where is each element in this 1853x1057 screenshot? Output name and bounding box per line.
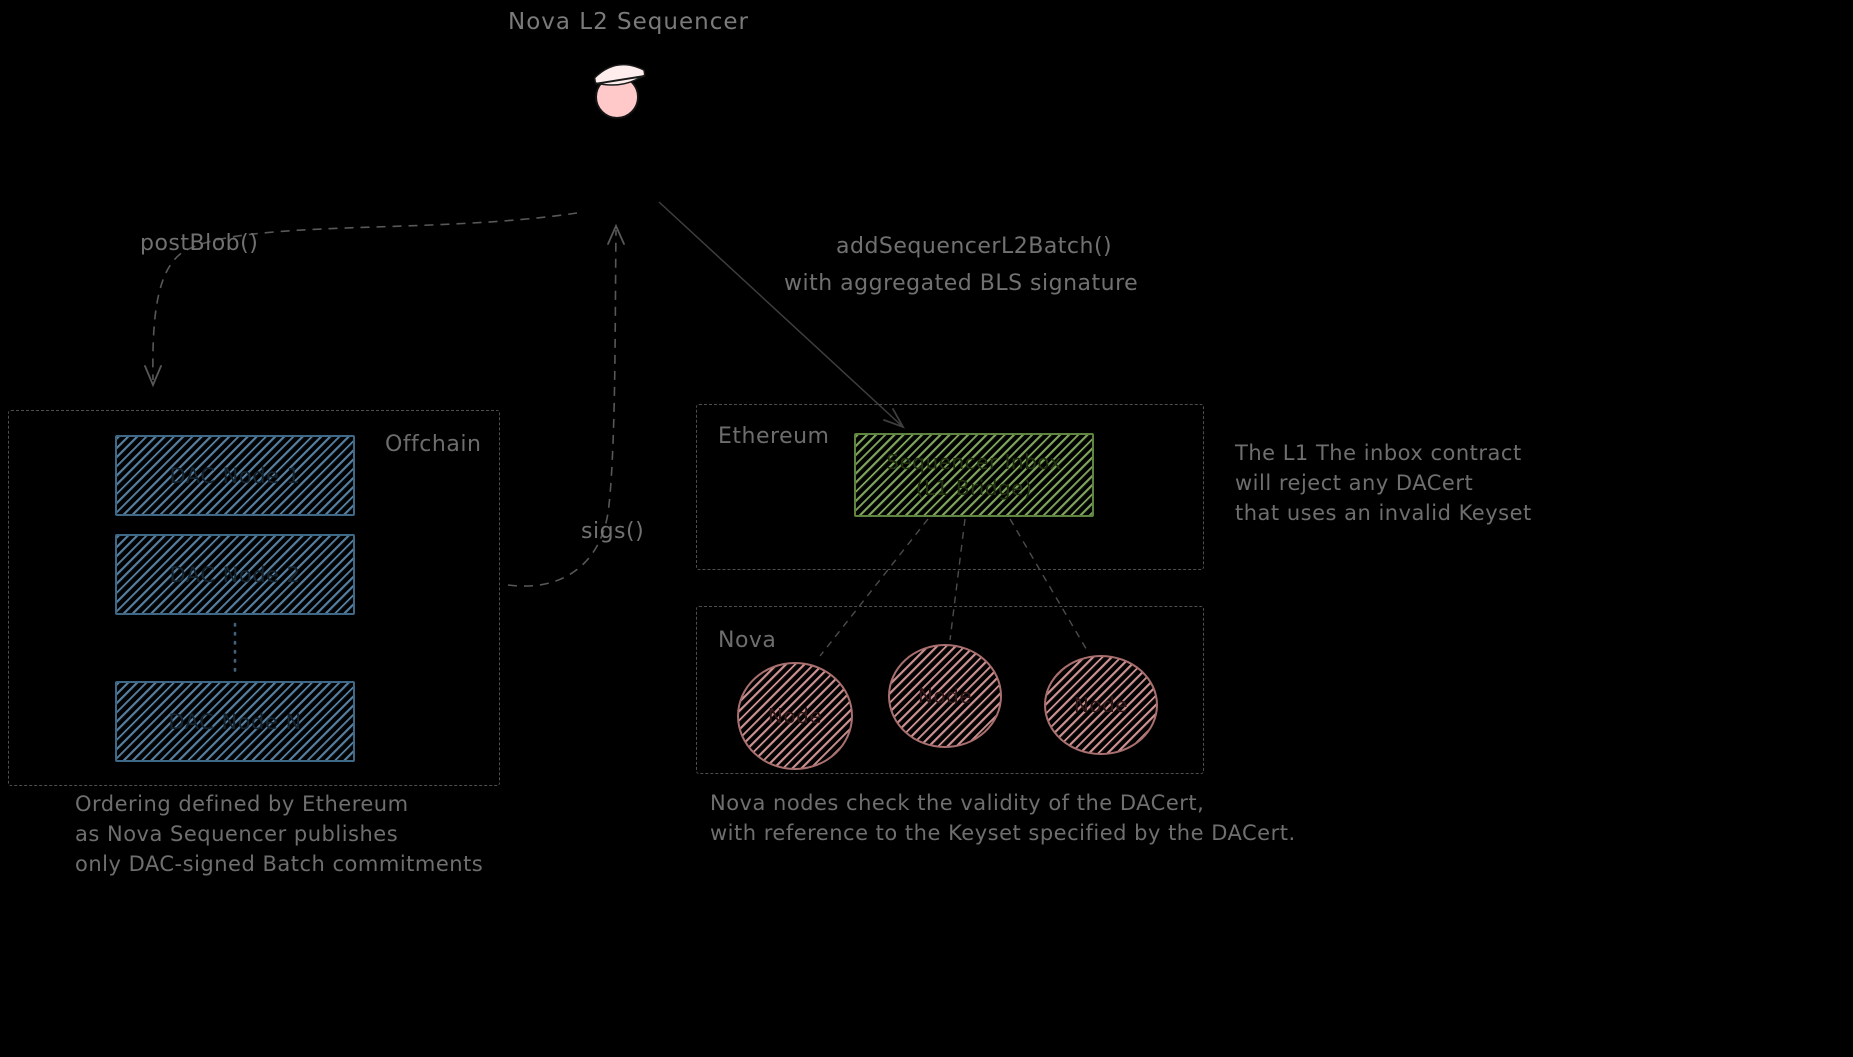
nova-node-1-label: Node [767,704,823,728]
nova-node-2-label: Node [917,684,973,708]
nova-node-3-label: Node [1073,693,1129,717]
dac-node-1-box: DAC Node 1 [115,435,355,516]
offchain-group [8,410,500,786]
keyset-note-line3: that uses an invalid Keyset [1235,501,1532,525]
dac-node-n-label: DAC Node N [168,709,302,734]
validity-note: Nova nodes check the validity of the DAC… [710,788,1296,848]
addbatch-arrowhead-icon [883,408,905,429]
ethereum-group [696,404,1204,570]
postblob-arrow [152,212,578,381]
dac-node-n-box: DAC Node N [115,681,355,762]
postblob-label: postBlob() [140,231,259,256]
keyset-note-line2: will reject any DACert [1235,471,1474,495]
nova-node-1-ellipse: Node [737,662,853,770]
nova-node-3-ellipse: Node [1044,655,1158,755]
diagram-title: Nova L2 Sequencer [508,9,749,35]
ordering-note-line3: only DAC-signed Batch commitments [75,852,484,876]
sequencer-person-icon [593,63,646,119]
validity-note-line2: with reference to the Keyset specified b… [710,821,1296,845]
ordering-note: Ordering defined by Ethereum as Nova Seq… [75,789,483,879]
nova-group [696,606,1204,774]
sigs-arrowhead-icon [607,223,625,245]
nova-node-2-ellipse: Node [888,644,1002,748]
offchain-label: Offchain [385,432,482,457]
validity-note-line1: Nova nodes check the validity of the DAC… [710,791,1205,815]
ethereum-label: Ethereum [718,424,830,449]
addbatch-label: addSequencerL2Batch() [836,234,1113,259]
sigs-arrow [507,229,617,587]
addbatch-sub-label: with aggregated BLS signature [784,271,1139,296]
sequencer-inbox-box: Sequencer Inbox (L1 Bridge) [854,433,1094,517]
ordering-note-line2: as Nova Sequencer publishes [75,822,399,846]
ordering-note-line1: Ordering defined by Ethereum [75,792,409,816]
dac-node-1-label: DAC Node 1 [169,463,301,488]
dac-node-2-label: DAC Node 2 [169,562,301,587]
inbox-to-node1-link [819,518,929,657]
postblob-arrowhead-icon [144,365,162,388]
keyset-note-line1: The L1 The inbox contract [1235,441,1522,465]
dac-node-2-box: DAC Node 2 [115,534,355,615]
keyset-note: The L1 The inbox contract will reject an… [1235,438,1532,528]
addbatch-arrow [658,201,904,428]
sequencer-inbox-label-line2: (L1 Bridge) [915,476,1033,500]
sigs-label: sigs() [581,519,645,544]
sequencer-inbox-label-line1: Sequencer Inbox [886,450,1062,474]
nova-label: Nova [718,628,777,653]
